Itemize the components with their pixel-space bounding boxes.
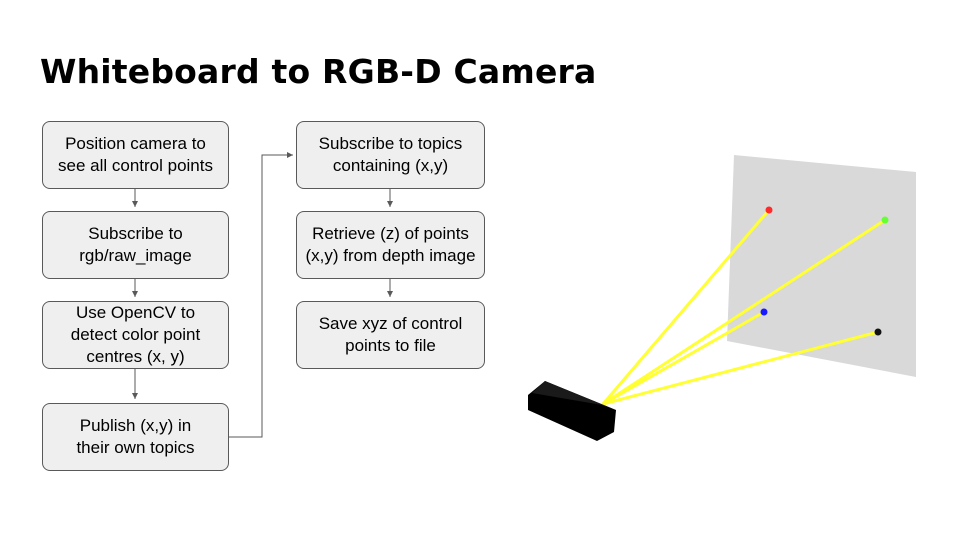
control-point-red [765, 206, 773, 214]
ray-black [601, 330, 880, 406]
control-point-green [881, 216, 889, 224]
step-label: Position camera to see all control point… [58, 134, 213, 175]
step-position-camera: Position camera to see all control point… [42, 121, 229, 189]
step-subscribe-rgb: Subscribe to rgb/raw_image [42, 211, 229, 279]
control-point-blue [760, 308, 768, 316]
step-publish-topics: Publish (x,y) in their own topics [42, 403, 229, 471]
ray-green [601, 218, 887, 406]
step-save-xyz: Save xyz of control points to file [296, 301, 485, 369]
ray-red [601, 208, 771, 406]
step-label: Publish (x,y) in their own topics [76, 416, 195, 457]
step-label: Use OpenCV to detect color point centres… [70, 303, 201, 366]
rgbd-camera-icon [528, 381, 616, 441]
step-label: Save xyz of control points to file [318, 314, 463, 355]
arrow-4-to-5 [229, 152, 293, 438]
control-point-black [874, 328, 882, 336]
step-subscribe-topics: Subscribe to topics containing (x,y) [296, 121, 485, 189]
whiteboard-plane [727, 155, 916, 377]
step-retrieve-depth: Retrieve (z) of points (x,y) from depth … [296, 211, 485, 279]
step-label: Subscribe to topics containing (x,y) [318, 134, 463, 175]
step-label: Subscribe to rgb/raw_image [79, 224, 192, 265]
step-label: Retrieve (z) of points (x,y) from depth … [305, 224, 476, 265]
step-opencv-detect: Use OpenCV to detect color point centres… [42, 301, 229, 369]
ray-blue [601, 310, 766, 406]
slide-title: Whiteboard to RGB-D Camera [40, 52, 597, 91]
rays [601, 208, 887, 406]
